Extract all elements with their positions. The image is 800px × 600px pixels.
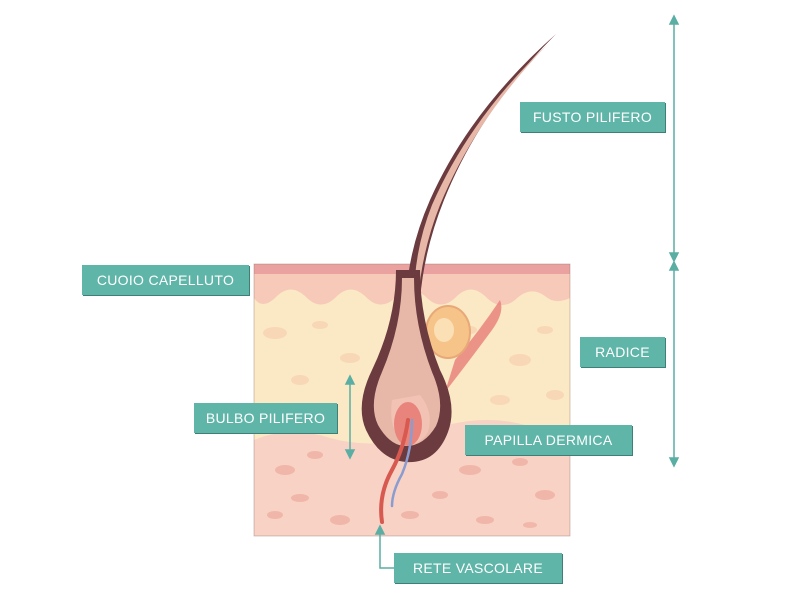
gland-highlight bbox=[434, 318, 454, 342]
fusto-arrow-head-top bbox=[668, 14, 680, 25]
epidermis-layer bbox=[254, 274, 570, 306]
label-bulbo-pilifero: BULBO PILIFERO bbox=[194, 403, 337, 433]
label-rete-vascolare: RETE VASCOLARE bbox=[394, 553, 562, 583]
radice-arrow-head-bottom bbox=[668, 457, 680, 468]
label-cuoio-capelluto: CUOIO CAPELLUTO bbox=[82, 265, 249, 295]
hair-shaft bbox=[406, 34, 556, 300]
rete-connector bbox=[379, 532, 394, 569]
bulbo-arrow-head-top bbox=[344, 374, 356, 385]
bulbo-arrow-head-bottom bbox=[344, 449, 356, 460]
dermis-cells bbox=[267, 451, 555, 528]
label-fusto-pilifero: FUSTO PILIFERO bbox=[520, 102, 665, 132]
blood-vessel-blue bbox=[390, 418, 414, 508]
fusto-arrow-head-bottom bbox=[668, 252, 680, 263]
dimension-arrows bbox=[344, 14, 680, 569]
blood-vessel-red bbox=[379, 418, 410, 524]
label-papilla-dermica: PAPILLA DERMICA bbox=[465, 425, 632, 455]
label-radice: RADICE bbox=[580, 337, 665, 367]
radice-arrow-head-top bbox=[668, 260, 680, 271]
hair-shaft-core bbox=[414, 44, 548, 300]
arrector-pili-muscle bbox=[445, 300, 502, 392]
rete-arrow-head bbox=[374, 524, 386, 535]
